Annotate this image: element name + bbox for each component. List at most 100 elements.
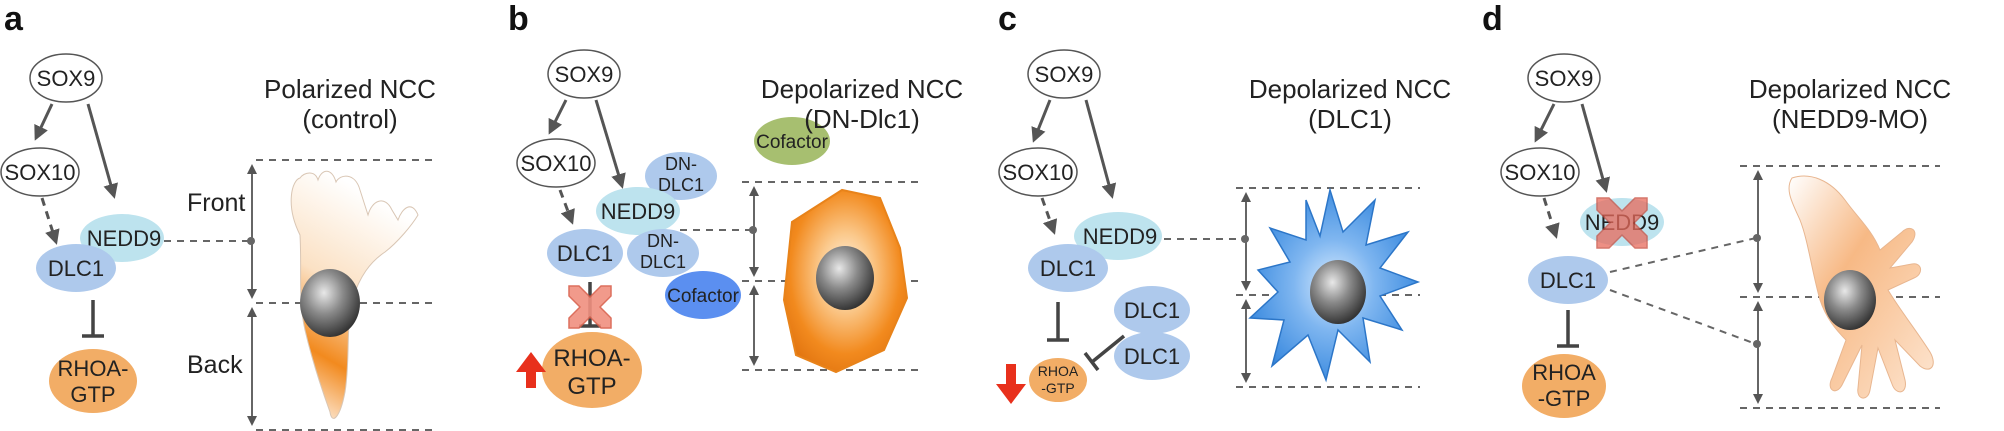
cofactor-top-node	[754, 117, 830, 165]
rhoa-gtp-node	[542, 332, 642, 408]
nedd9-label: NEDD9	[87, 226, 162, 251]
sox9-label: SOX9	[37, 66, 96, 91]
sox10-node	[0, 147, 80, 197]
dashed-arrow-sox10-dlc1	[1040, 197, 1058, 235]
rhoa-label-line1: RHOA-	[553, 345, 630, 372]
panel-a: a SOX9 SOX10 NEDD9 DLC1 RHOA- GTP Polari…	[0, 0, 436, 431]
rhoa-gtp-node	[49, 349, 137, 413]
rhoa-label-line1: RHOA	[1532, 360, 1596, 385]
sox9-node	[1527, 53, 1601, 103]
rhoa-label-line2: GTP	[70, 382, 115, 407]
knockdown-cross-icon	[1596, 197, 1648, 249]
dlc1-extra-top-label: DLC1	[1124, 298, 1180, 323]
panel-b-title-line1: Depolarized NCC	[761, 74, 963, 104]
dn-dlc1-top-node	[645, 152, 717, 200]
nedd9-label: NEDD9	[1083, 224, 1158, 249]
dn-top-line1: DN-	[665, 154, 697, 174]
dlc1-label: DLC1	[557, 241, 613, 266]
rhoa-gtp-node	[1029, 358, 1087, 402]
nucleus-icon	[816, 246, 874, 310]
dashed-arrow-sox10-dlc1	[1542, 197, 1560, 239]
arrow-sox9-nedd9	[1084, 99, 1117, 199]
arrow-sox9-nedd9	[86, 103, 118, 199]
sox10-node	[998, 147, 1078, 197]
panel-c-title-line1: Depolarized NCC	[1249, 74, 1451, 104]
arrow-sox9-nedd9	[1580, 103, 1610, 193]
panel-d-title-line2: (NEDD9-MO)	[1772, 104, 1928, 134]
nucleus-icon	[1824, 270, 1876, 330]
sox10-label: SOX10	[521, 151, 592, 176]
rhoa-label-line2: -GTP	[1041, 380, 1074, 396]
sox10-node	[516, 138, 596, 188]
down-arrow-icon	[996, 364, 1026, 404]
dlc1-node	[547, 229, 623, 277]
dlc1-label: DLC1	[1540, 268, 1596, 293]
panel-letter-d: d	[1482, 0, 1503, 38]
nedd9-node	[596, 187, 680, 235]
panel-c: c SOX9 SOX10 NEDD9 DLC1 DLC1 DLC1 RHOA -…	[996, 0, 1451, 404]
dashed-arrow-sox10-dlc1	[558, 189, 575, 225]
sox9-node	[547, 49, 621, 99]
sox9-label: SOX9	[555, 62, 614, 87]
blocked-cross-icon	[568, 285, 612, 329]
guide-dlc1-to-bottom	[1609, 289, 1757, 345]
sox9-label: SOX9	[1035, 62, 1094, 87]
panel-letter-a: a	[4, 0, 24, 38]
inhibit-dlc1-dimer-rhoa	[1083, 334, 1126, 372]
arrow-sox9-sox10	[34, 103, 54, 141]
dlc1-label: DLC1	[1040, 256, 1096, 281]
rhoa-label-line2: -GTP	[1538, 386, 1591, 411]
inhibit-dlc1-rhoa	[1557, 310, 1579, 348]
dlc1-extra-bottom-label: DLC1	[1124, 344, 1180, 369]
panel-b: b SOX9 SOX10 Cofactor DN- DLC1 NEDD9 DN-…	[508, 0, 963, 408]
panel-a-title-line2: (control)	[302, 104, 397, 134]
sox9-node	[29, 53, 103, 103]
nucleus-icon	[1310, 260, 1366, 324]
panel-c-title-line2: (DLC1)	[1308, 104, 1392, 134]
nedd9-node	[1074, 212, 1162, 260]
panel-letter-c: c	[998, 0, 1017, 38]
dlc1-node	[1028, 244, 1108, 292]
dn-dlc1-bottom-node	[627, 229, 699, 277]
cofactor-bottom-label: Cofactor	[667, 286, 739, 307]
inhibit-dlc1-rhoa	[82, 300, 104, 338]
panel-d: d SOX9 SOX10 NEDD9 DLC1 RHOA -GTP Depola…	[1482, 0, 1951, 418]
nedd9-label: NEDD9	[601, 199, 676, 224]
nucleus-icon	[300, 269, 360, 337]
arrow-sox9-sox10	[1031, 99, 1052, 143]
back-label: Back	[187, 351, 243, 379]
panel-d-title-line1: Depolarized NCC	[1749, 74, 1951, 104]
rhoa-label-line2: GTP	[567, 373, 616, 400]
rhoa-label-line1: RHOA-	[58, 356, 129, 381]
panel-letter-b: b	[508, 0, 529, 38]
dlc1-extra-top-node	[1114, 286, 1190, 334]
panel-b-title-line2: (DN-Dlc1)	[804, 104, 920, 134]
sox10-label: SOX10	[1003, 160, 1074, 185]
dn-bottom-line1: DN-	[647, 231, 679, 251]
front-label: Front	[187, 189, 245, 217]
arrow-sox9-nedd9	[594, 99, 626, 189]
cofactor-bottom-node	[665, 271, 741, 319]
panel-a-title-line1: Polarized NCC	[264, 74, 436, 104]
dashed-arrow-sox10-dlc1	[40, 197, 60, 245]
dlc1-node	[1528, 256, 1608, 304]
dn-bottom-line2: DLC1	[640, 252, 686, 272]
dlc1-label: DLC1	[48, 256, 104, 281]
dlc1-node	[36, 244, 116, 292]
sox10-label: SOX10	[1505, 160, 1576, 185]
rhoa-gtp-node	[1522, 354, 1606, 418]
sox10-node	[1500, 147, 1580, 197]
sox9-label: SOX9	[1535, 66, 1594, 91]
rhoa-label-line1: RHOA	[1038, 363, 1079, 379]
dlc1-extra-bottom-node	[1114, 332, 1190, 380]
sox10-label: SOX10	[5, 160, 76, 185]
sox9-node	[1027, 49, 1101, 99]
up-arrow-icon	[516, 352, 546, 388]
polarized-cell	[290, 170, 419, 419]
dn-top-line2: DLC1	[658, 175, 704, 195]
inhibit-dlc1-rhoa	[1047, 302, 1069, 342]
arrow-sox9-sox10	[1534, 103, 1556, 143]
cofactor-top-label: Cofactor	[756, 132, 828, 153]
arrow-sox9-sox10	[548, 99, 568, 135]
